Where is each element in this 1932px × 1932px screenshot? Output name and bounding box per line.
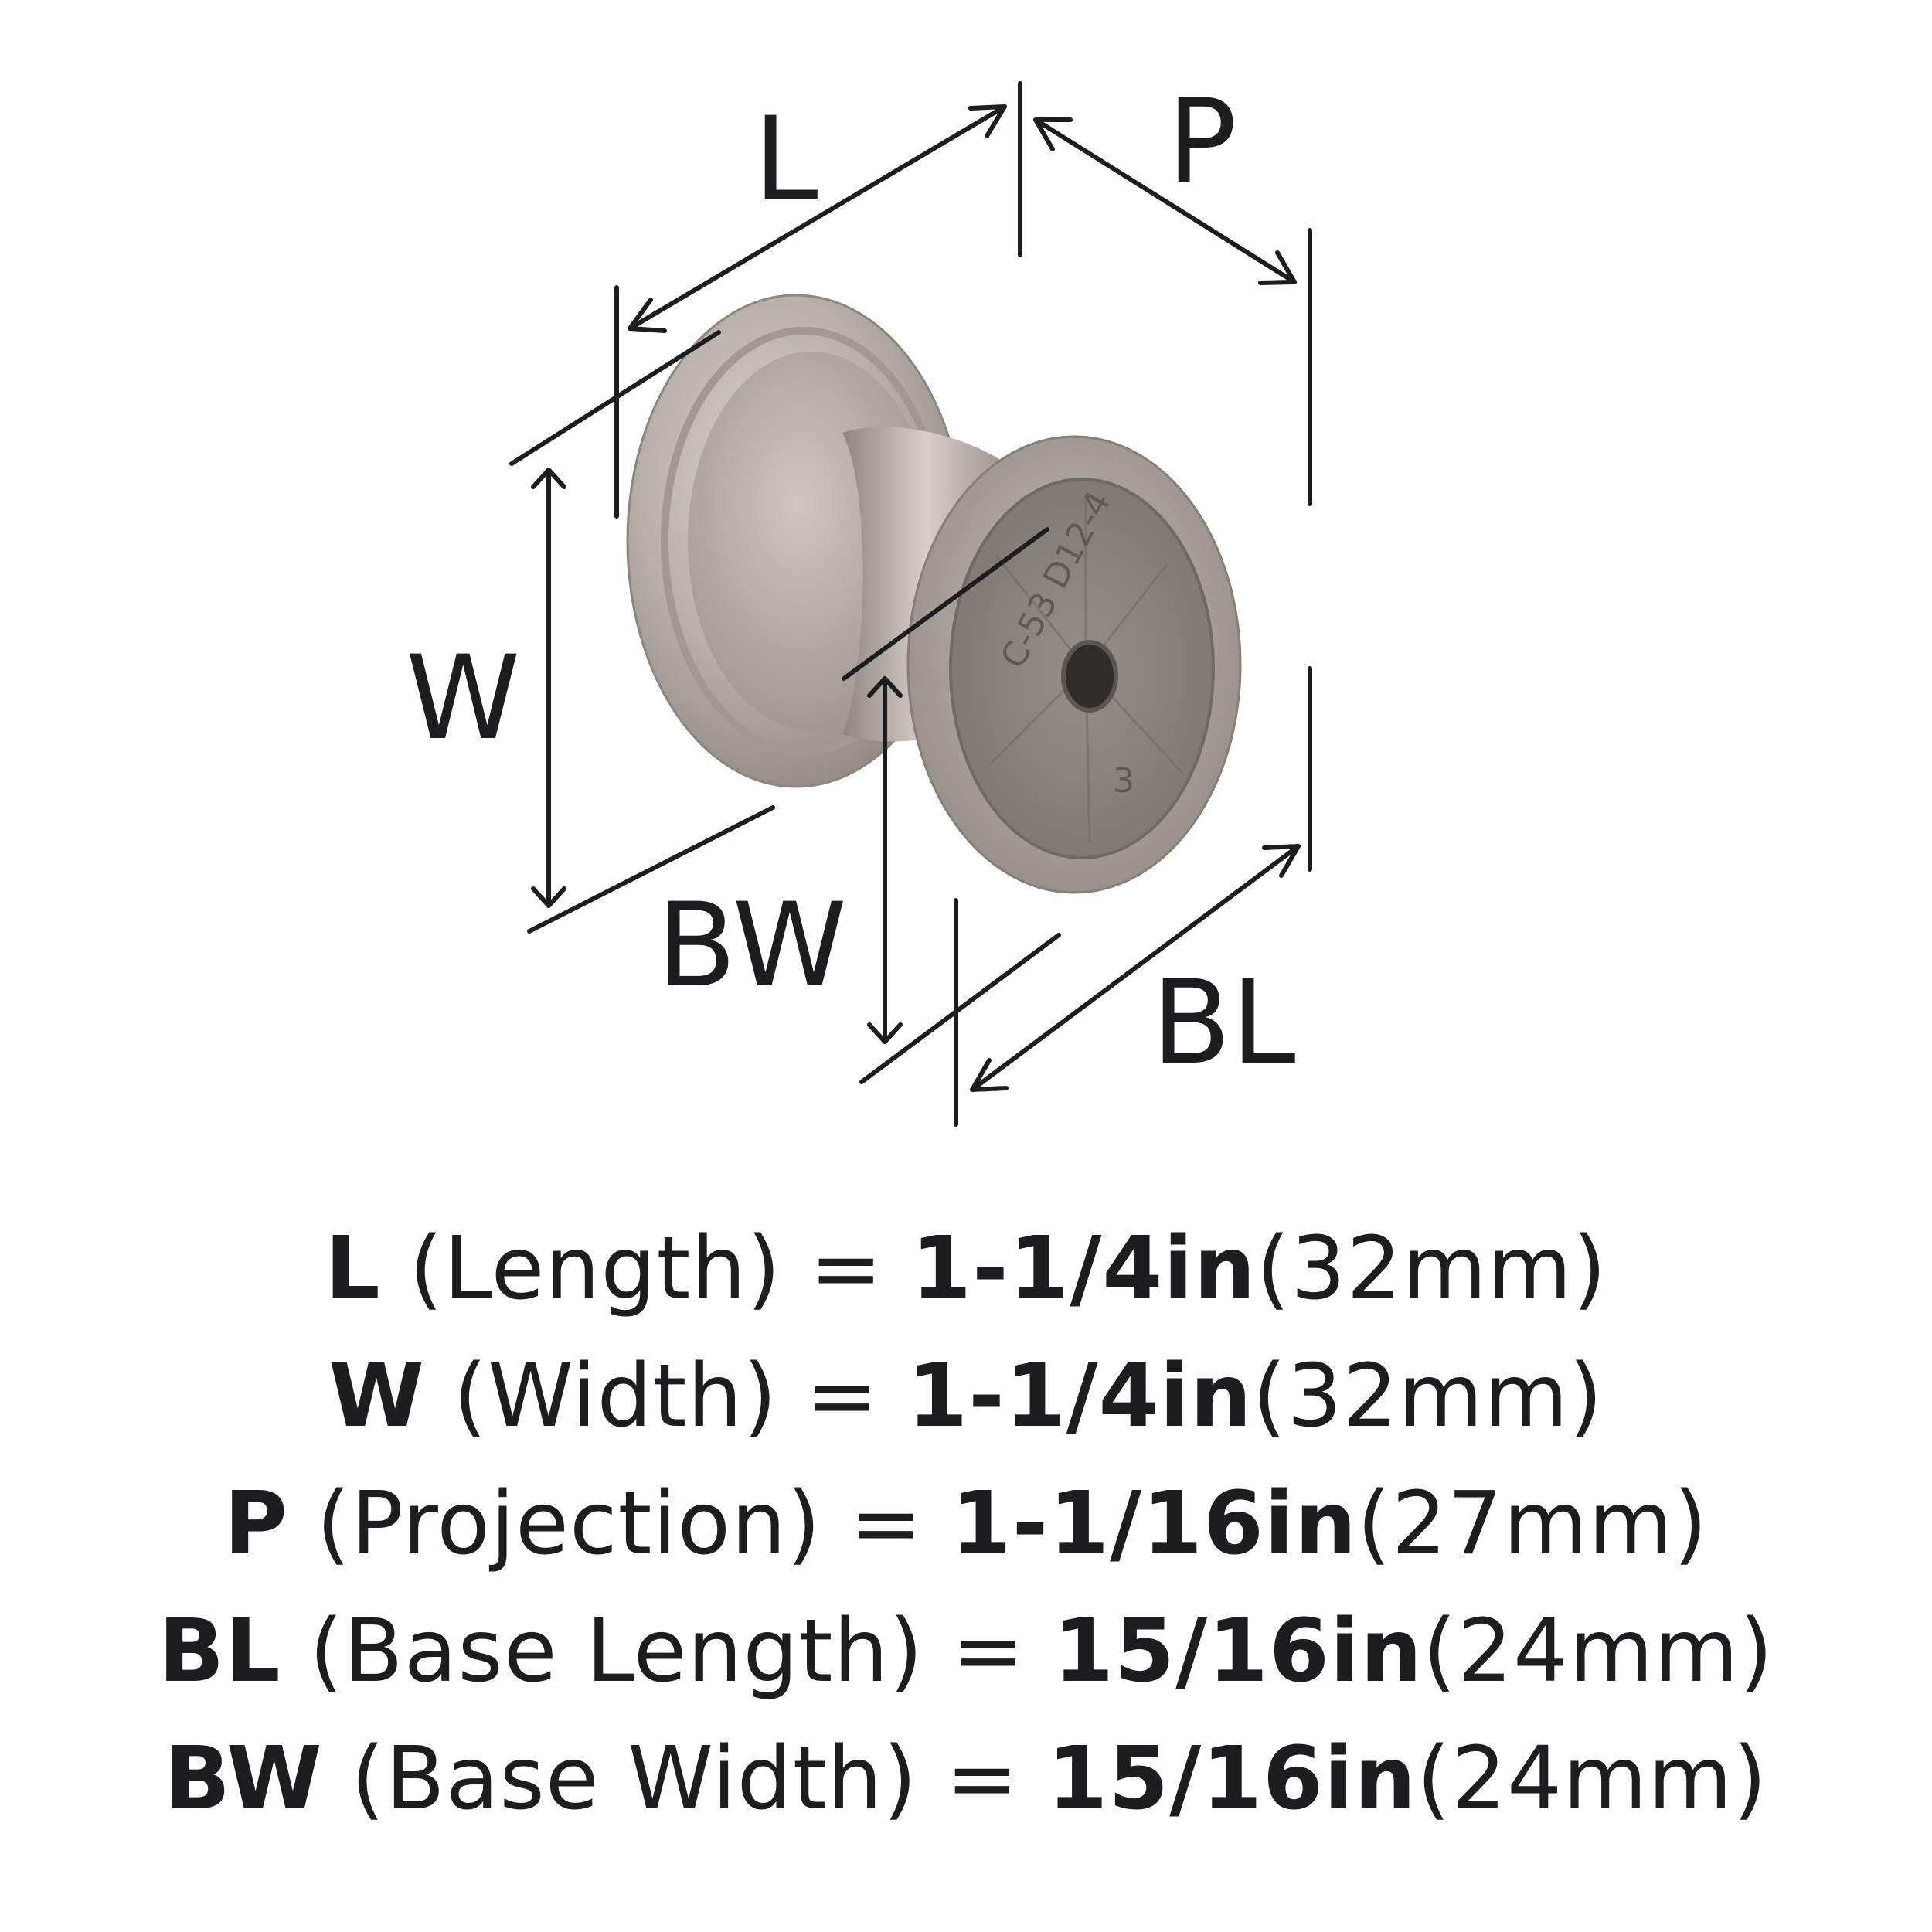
spec-value: 15/16in [1047, 1729, 1417, 1829]
label-bl: BL [1151, 956, 1295, 1090]
spec-row-width: W (Width) = 1-1/4in(32mm) [0, 1333, 1932, 1461]
spec-abbr: P [223, 1474, 288, 1574]
label-w: W [406, 631, 520, 766]
spec-row-length: L (Length) = 1-1/4in(32mm) [0, 1206, 1932, 1333]
spec-desc: (Base Width) = [351, 1729, 1019, 1829]
l-arrow-head-left [628, 298, 667, 333]
w-arrow-head-bottom [531, 886, 566, 908]
spec-abbr: W [328, 1346, 425, 1447]
spec-metric: (24mm) [1423, 1601, 1774, 1702]
spec-value: 15/16in [1053, 1601, 1423, 1702]
bw-arrow-head-bottom [867, 1022, 903, 1044]
knob-dimension-diagram: C-53 D12-4 3 [406, 75, 1312, 1127]
spec-metric: (32mm) [1256, 1219, 1607, 1319]
spec-value: 1-1/4in [907, 1346, 1253, 1447]
bl-arrow-line [970, 844, 1301, 1092]
spec-desc: (Length) = [409, 1219, 883, 1319]
p-arrow-line [1033, 117, 1297, 284]
knob-base-stamp-small: 3 [1113, 761, 1134, 801]
spec-desc: (Width) = [453, 1346, 879, 1447]
spec-metric: (27mm) [1357, 1474, 1709, 1574]
w-extension-bottom [527, 805, 775, 934]
l-arrow-line [628, 104, 1007, 331]
spec-desc: (Projection) = [316, 1474, 923, 1574]
spec-value: 1-1/16in [951, 1474, 1358, 1574]
bl-arrow-head-right [1262, 844, 1301, 878]
spec-row-base-length: BL (Base Length) = 15/16in(24mm) [0, 1588, 1932, 1716]
spec-value: 1-1/4in [911, 1219, 1257, 1319]
spec-abbr: BL [158, 1601, 281, 1702]
spec-row-base-width: BW (Base Width) = 15/16in(24mm) [0, 1716, 1932, 1843]
bw-extension-top [842, 527, 1049, 681]
spec-abbr: L [325, 1219, 381, 1319]
p-arrow-head-left [1033, 117, 1073, 151]
knob-screw-hole [1061, 640, 1118, 713]
spec-metric: (32mm) [1252, 1346, 1604, 1447]
knob-image: C-53 D12-4 3 [626, 294, 1242, 894]
spec-metric: (24mm) [1417, 1729, 1768, 1829]
label-p: P [1167, 75, 1236, 209]
spec-row-projection: P (Projection) = 1-1/16in(27mm) [0, 1461, 1932, 1588]
dimension-spec-list: L (Length) = 1-1/4in(32mm) W (Width) = 1… [0, 1206, 1932, 1843]
bw-arrow-head-top [867, 676, 903, 698]
dimension-lines [509, 81, 1312, 1127]
spec-desc: (Base Length) = [309, 1601, 1026, 1702]
w-arrow-head-top [531, 468, 566, 489]
label-l: L [753, 93, 818, 227]
spec-abbr: BW [164, 1729, 323, 1829]
w-extension-top [509, 330, 721, 466]
p-arrow-head-right [1258, 250, 1297, 285]
l-arrow-head-right [968, 104, 1007, 138]
bl-arrow-head-left [970, 1058, 1009, 1092]
label-bw: BW [657, 879, 847, 1013]
bw-extension-bottom [859, 933, 1061, 1084]
